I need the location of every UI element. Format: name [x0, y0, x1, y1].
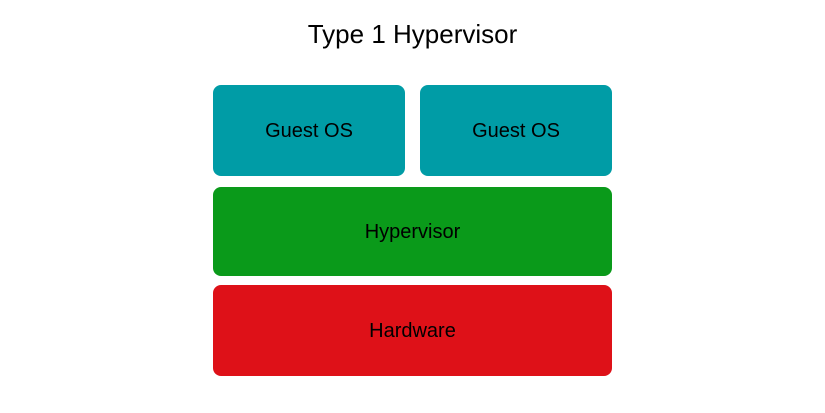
guest-os-box-2-label: Guest OS — [472, 119, 560, 142]
hardware-box: Hardware — [213, 285, 612, 376]
guest-os-box-2: Guest OS — [420, 85, 612, 176]
hardware-box-label: Hardware — [369, 319, 456, 342]
diagram-title: Type 1 Hypervisor — [307, 19, 518, 49]
hypervisor-box: Hypervisor — [213, 187, 612, 276]
guest-os-box-1-label: Guest OS — [265, 119, 353, 142]
hypervisor-box-label: Hypervisor — [364, 220, 461, 243]
guest-os-box-1: Guest OS — [213, 85, 405, 176]
